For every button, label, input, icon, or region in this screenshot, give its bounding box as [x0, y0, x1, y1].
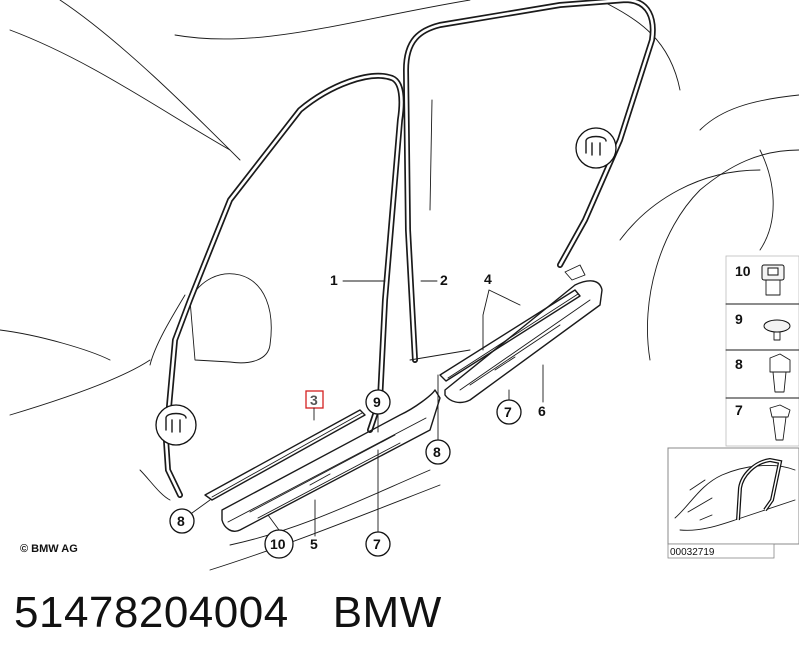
- callout-6: 6: [538, 403, 546, 419]
- callout-3: 3: [310, 392, 318, 408]
- front-entrance-strip: [221, 389, 441, 532]
- callout-7a: 7: [504, 404, 512, 420]
- legend-label-8: 8: [735, 356, 743, 372]
- callouts: 1 2 3 4 5 6 7 7 8 8 9 10: [169, 271, 546, 559]
- callout-7b: 7: [373, 536, 381, 552]
- rear-sill-trim: [439, 264, 586, 382]
- callout-9: 9: [373, 394, 381, 410]
- callout-3-highlight: [305, 390, 324, 409]
- legend-clip-7: [769, 404, 791, 441]
- body-outline: [0, 0, 799, 571]
- part-caption: 51478204004 BMW: [14, 588, 442, 638]
- car-thumbnail: 00032719: [667, 447, 799, 559]
- legend-clip-9: [763, 319, 791, 341]
- legend-clip-8: [769, 353, 791, 393]
- rear-door-seal: [403, 0, 656, 363]
- legend-label-9: 9: [735, 311, 743, 327]
- legend-label-10: 10: [735, 263, 751, 279]
- callout-8a: 8: [177, 513, 185, 529]
- front-sill-trim: [204, 409, 366, 501]
- clip-legend: 10 9 8 7: [725, 255, 799, 447]
- callout-8a-circle: [169, 508, 195, 534]
- part-number: 51478204004: [14, 588, 289, 637]
- callout-1: 1: [330, 272, 338, 288]
- legend-label-7: 7: [735, 402, 743, 418]
- image-number: 00032719: [670, 547, 715, 558]
- callout-8b: 8: [433, 444, 441, 460]
- copyright: © BMW AG: [20, 543, 78, 555]
- clip-symbol-right: [575, 127, 617, 169]
- callout-10: 10: [270, 536, 286, 552]
- callout-4: 4: [484, 271, 492, 287]
- parts-diagram: 1 2 3 4 5 6 7 7 8 8 9 10 © BMW AG: [0, 0, 799, 571]
- legend-clip-10: [761, 264, 785, 296]
- callout-5: 5: [310, 536, 318, 552]
- clip-symbol-left: [155, 404, 197, 446]
- callout-2: 2: [440, 272, 448, 288]
- rear-entrance-strip: [444, 280, 603, 404]
- brand-name: BMW: [332, 588, 442, 637]
